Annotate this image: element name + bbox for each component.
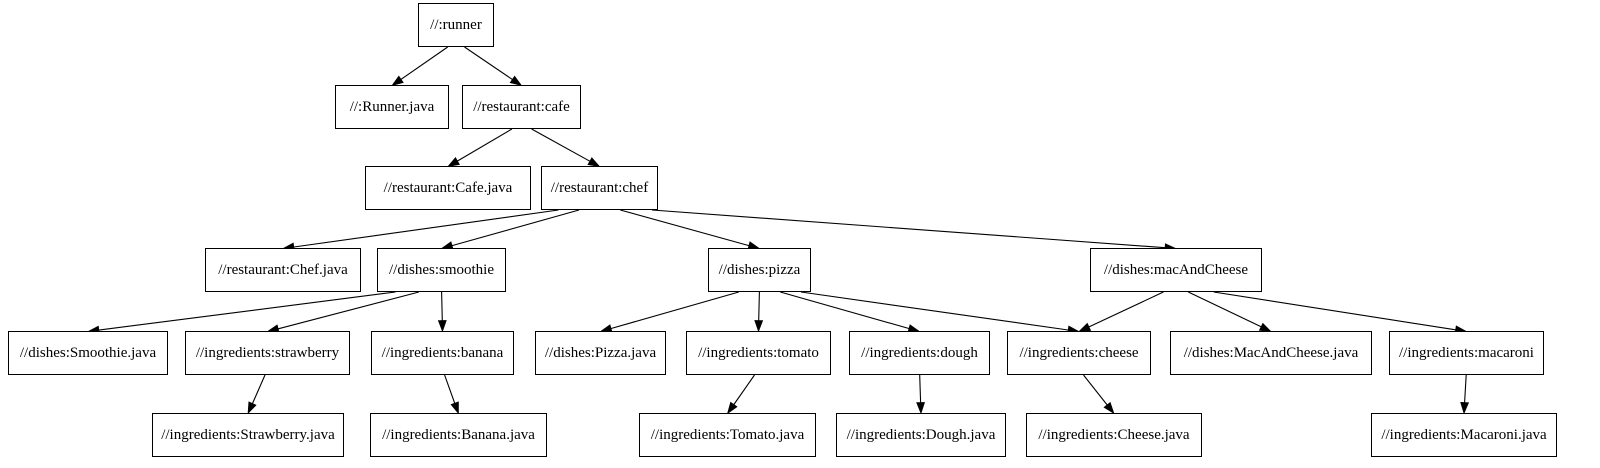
graph-edge-dishes_smoothie-to-smoothie_java <box>98 291 396 331</box>
graph-node-cheese_java[interactable]: //ingredients:Cheese.java <box>1026 413 1202 457</box>
graph-edge-restaurant_chef-to-dishes_macandcheese <box>651 209 1166 249</box>
graph-edge-dishes_pizza-to-ing_dough <box>780 291 910 330</box>
graph-node-tomato_java[interactable]: //ingredients:Tomato.java <box>639 413 816 457</box>
graph-node-pizza_java[interactable]: //dishes:Pizza.java <box>535 331 666 375</box>
graph-edge-dishes_pizza-to-pizza_java <box>610 291 739 330</box>
graph-node-ing_dough[interactable]: //ingredients:dough <box>849 331 990 375</box>
graph-node-restaurant_cafe[interactable]: //restaurant:cafe <box>462 85 581 129</box>
graph-edge-ing_dough-to-dough_java <box>919 374 922 403</box>
graph-arrowhead-icon <box>916 402 926 415</box>
graph-edge-dishes_macandcheese-to-ing_macaroni <box>1213 291 1456 331</box>
graph-node-smoothie_java[interactable]: //dishes:Smoothie.java <box>8 331 168 375</box>
graph-node-runner[interactable]: //:runner <box>418 3 494 47</box>
graph-node-label: //dishes:Smoothie.java <box>19 344 157 361</box>
graph-node-label: //ingredients:Cheese.java <box>1038 426 1190 443</box>
graph-node-label: //dishes:smoothie <box>389 261 494 278</box>
graph-edge-dishes_macandcheese-to-macandcheese_java <box>1188 291 1262 328</box>
graph-arrowhead-icon <box>587 157 601 167</box>
graph-arrowhead-icon <box>437 320 447 333</box>
graph-node-label: //dishes:macAndCheese <box>1103 261 1249 278</box>
graph-arrowhead-icon <box>509 75 523 86</box>
graph-node-dishes_pizza[interactable]: //dishes:pizza <box>708 248 811 292</box>
graph-node-label: //ingredients:dough <box>861 344 978 361</box>
graph-edge-ing_strawberry-to-strawberry_java <box>251 374 266 404</box>
graph-node-label: //ingredients:strawberry <box>195 344 340 361</box>
graph-arrowhead-icon <box>391 75 404 86</box>
graph-node-label: //ingredients:tomato <box>698 344 819 361</box>
graph-node-label: //dishes:Pizza.java <box>544 344 657 361</box>
graph-node-dough_java[interactable]: //ingredients:Dough.java <box>836 413 1006 457</box>
graph-node-label: //ingredients:Banana.java <box>382 426 535 443</box>
graph-node-ing_tomato[interactable]: //ingredients:tomato <box>686 331 831 375</box>
graph-arrowhead-icon <box>1460 401 1470 415</box>
graph-node-dishes_macandcheese[interactable]: //dishes:macAndCheese <box>1090 248 1262 292</box>
graph-edge-restaurant_cafe-to-restaurant_chef <box>531 128 591 162</box>
graph-node-label: //restaurant:Cafe.java <box>383 179 513 196</box>
graph-node-ing_banana[interactable]: //ingredients:banana <box>371 331 514 375</box>
graph-edge-runner-to-runner_java <box>400 46 449 80</box>
graph-node-label: //restaurant:chef <box>550 179 649 196</box>
graph-edge-ing_macaroni-to-macaroni_java <box>1464 374 1467 403</box>
graph-edge-restaurant_chef-to-chef_java <box>293 209 559 248</box>
graph-node-banana_java[interactable]: //ingredients:Banana.java <box>370 413 547 457</box>
graph-node-cafe_java[interactable]: //restaurant:Cafe.java <box>365 166 531 210</box>
graph-node-chef_java[interactable]: //restaurant:Chef.java <box>205 248 361 292</box>
graph-node-strawberry_java[interactable]: //ingredients:Strawberry.java <box>152 413 344 457</box>
graph-node-restaurant_chef[interactable]: //restaurant:chef <box>541 166 658 210</box>
graph-arrowhead-icon <box>450 401 459 415</box>
graph-node-label: //:runner <box>430 16 482 33</box>
graph-edge-restaurant_chef-to-dishes_smoothie <box>451 209 580 247</box>
graph-arrowhead-icon <box>247 401 257 415</box>
graph-edge-dishes_pizza-to-ing_cheese <box>800 291 1069 331</box>
graph-node-runner_java[interactable]: //:Runner.java <box>335 85 449 129</box>
graph-node-ing_macaroni[interactable]: //ingredients:macaroni <box>1389 331 1544 375</box>
graph-arrowhead-icon <box>1103 401 1115 415</box>
graph-node-label: //restaurant:cafe <box>473 98 570 115</box>
graph-node-macandcheese_java[interactable]: //dishes:MacAndCheese.java <box>1170 331 1372 375</box>
graph-arrowhead-icon <box>726 401 738 415</box>
graph-node-label: //restaurant:Chef.java <box>218 261 348 278</box>
graph-edge-ing_cheese-to-cheese_java <box>1083 374 1108 406</box>
graph-edge-dishes_smoothie-to-ing_strawberry <box>278 291 420 330</box>
graph-node-label: //ingredients:banana <box>381 344 504 361</box>
graph-edge-restaurant_chef-to-dishes_pizza <box>620 209 750 247</box>
graph-node-label: //ingredients:Strawberry.java <box>161 426 335 443</box>
graph-node-label: //ingredients:Dough.java <box>846 426 996 443</box>
graph-node-label: //:Runner.java <box>349 98 435 115</box>
graph-arrowhead-icon <box>1258 322 1272 332</box>
graph-edge-ing_tomato-to-tomato_java <box>733 374 755 405</box>
graph-node-label: //ingredients:Macaroni.java <box>1381 426 1547 443</box>
graph-node-ing_cheese[interactable]: //ingredients:cheese <box>1007 331 1151 375</box>
graph-node-label: //ingredients:cheese <box>1019 344 1139 361</box>
graph-edge-restaurant_cafe-to-cafe_java <box>457 128 513 162</box>
graph-arrowhead-icon <box>447 156 460 167</box>
graph-node-label: //dishes:pizza <box>718 261 801 278</box>
graph-node-label: //ingredients:Tomato.java <box>650 426 805 443</box>
graph-node-label: //dishes:MacAndCheese.java <box>1183 344 1359 361</box>
graph-node-dishes_smoothie[interactable]: //dishes:smoothie <box>377 248 506 292</box>
graph-node-macaroni_java[interactable]: //ingredients:Macaroni.java <box>1371 413 1557 457</box>
graph-edge-dishes_macandcheese-to-ing_cheese <box>1088 291 1164 328</box>
graph-edge-ing_banana-to-banana_java <box>444 374 456 404</box>
graph-edge-runner-to-restaurant_cafe <box>464 46 513 80</box>
graph-node-ing_strawberry[interactable]: //ingredients:strawberry <box>185 331 350 375</box>
graph-arrowhead-icon <box>754 320 764 333</box>
graph-edge-dishes_pizza-to-ing_tomato <box>758 291 760 321</box>
graph-node-label: //ingredients:macaroni <box>1399 344 1534 361</box>
graph-edge-dishes_smoothie-to-ing_banana <box>441 291 443 321</box>
